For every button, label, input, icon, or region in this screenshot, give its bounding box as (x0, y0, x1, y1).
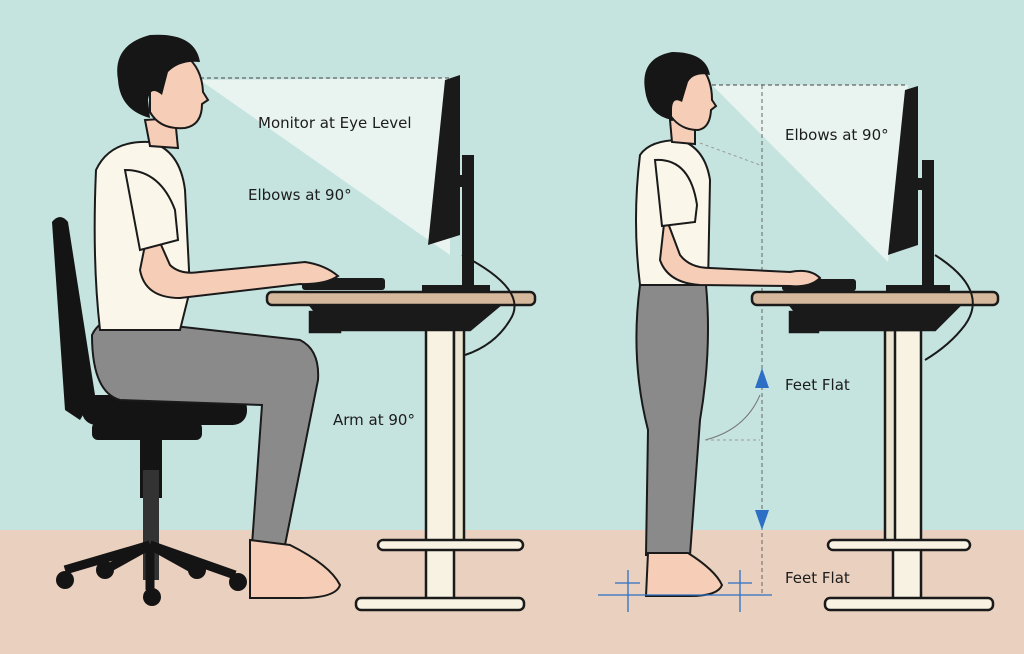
seated-scene: Monitor at Eye Level Elbows at 90° Arm a… (52, 34, 537, 612)
seated-desk (265, 254, 537, 612)
standing-desk (750, 254, 1000, 612)
label-arm-at-90: Arm at 90° (333, 411, 415, 429)
standing-monitor (886, 86, 950, 293)
standing-person (635, 52, 822, 597)
seated-monitor (422, 75, 490, 293)
standing-scene: Elbows at 90° Feet Flat Feet Flat (598, 52, 1000, 612)
sightline-cone-standing (712, 85, 908, 262)
label-monitor-at-eye-level: Monitor at Eye Level (258, 114, 412, 132)
arrow-up-icon (755, 368, 769, 388)
label-elbows-at-90-standing: Elbows at 90° (785, 126, 889, 144)
label-feet-flat-upper: Feet Flat (785, 376, 850, 394)
arrow-down-icon (755, 510, 769, 530)
seated-person (90, 34, 342, 599)
angle-arc (704, 394, 761, 441)
sightline-cone (200, 78, 450, 255)
label-elbows-at-90-seated: Elbows at 90° (248, 186, 352, 204)
feet-flat-markers (598, 570, 772, 612)
label-feet-flat-lower: Feet Flat (785, 569, 850, 587)
